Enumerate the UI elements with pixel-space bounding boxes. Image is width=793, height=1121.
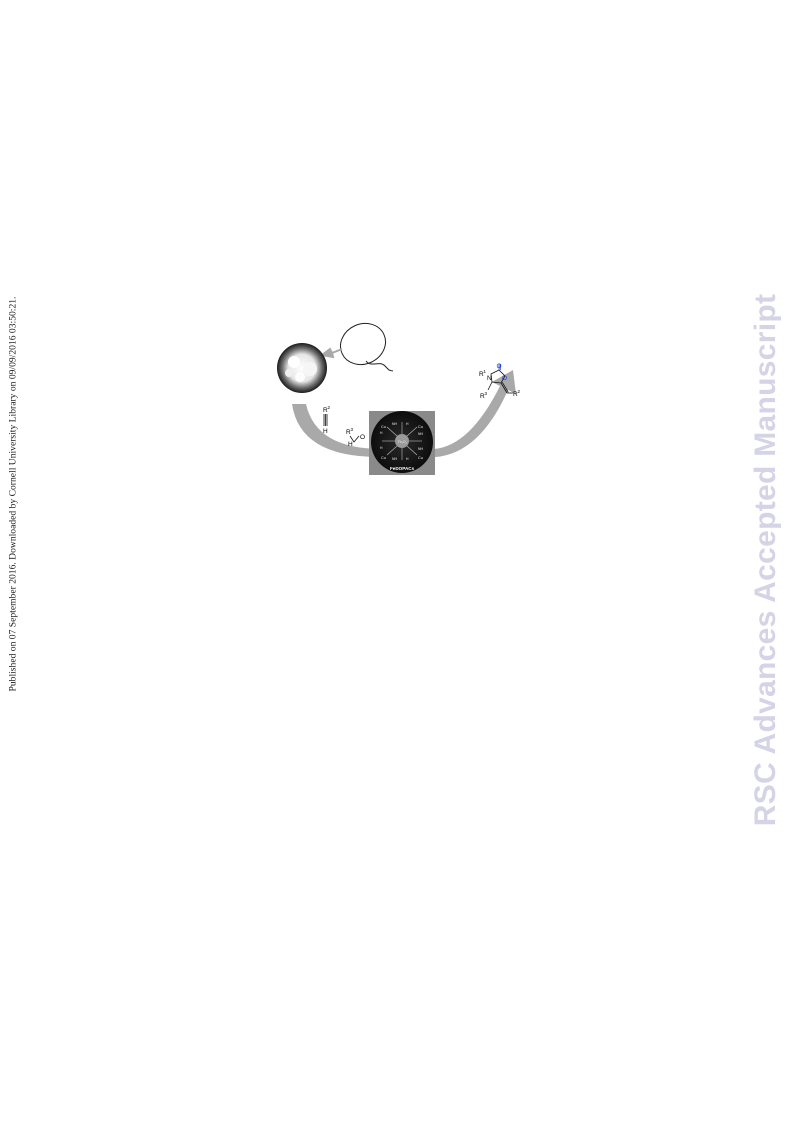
catalyst-core: Fe₃O₄ bbox=[398, 440, 407, 444]
aldehyde-o: O bbox=[360, 434, 365, 441]
catalyst-photo: Fe₃O₄ Cu Cu Cu Cu NH H H NH H NH NH H Fe… bbox=[369, 411, 435, 475]
ring-n: N bbox=[487, 375, 492, 382]
aldehyde-structure: R 3 O H bbox=[346, 427, 365, 448]
powder-photo bbox=[277, 343, 327, 393]
product-r2-sup: 2 bbox=[518, 389, 521, 394]
h2n-bottom: H bbox=[406, 457, 409, 461]
h2n-top: H bbox=[406, 422, 409, 426]
aldehyde-r-sup: 3 bbox=[351, 427, 354, 432]
h2n-lower-left: H bbox=[380, 446, 383, 450]
alkyne-r-sup: 2 bbox=[328, 405, 331, 410]
cu-bottom-left: Cu bbox=[381, 456, 386, 460]
product-r2: R bbox=[513, 391, 518, 398]
alkyne-h: H bbox=[323, 428, 328, 435]
nh2-lower-right: NH bbox=[418, 447, 423, 451]
carbonyl-o: O bbox=[497, 363, 502, 370]
product-r1-sup: 1 bbox=[484, 369, 487, 374]
graphical-abstract: R 2 H R 3 O H Fe₃O₄ Cu Cu Cu Cu bbox=[277, 322, 521, 475]
nh2-top: NH bbox=[392, 422, 397, 426]
product-r3: R bbox=[480, 393, 485, 400]
product-r1: R bbox=[479, 371, 484, 378]
catalyst-label: FeDOPACs bbox=[390, 466, 415, 471]
cu-top-right: Cu bbox=[418, 425, 423, 429]
publication-note: Published on 07 September 2016. Download… bbox=[7, 296, 19, 692]
aldehyde-h: H bbox=[348, 441, 353, 448]
ring-o: O bbox=[502, 375, 507, 382]
watermark-text: RSC Advances Accepted Manuscript bbox=[749, 293, 782, 827]
alkyne-structure: R 2 H bbox=[323, 405, 331, 435]
alkyne-r: R bbox=[323, 407, 328, 414]
balloon-arrow bbox=[319, 347, 343, 359]
watermark-strip: RSC Advances Accepted Manuscript bbox=[749, 0, 782, 1121]
nh2-right: NH bbox=[418, 432, 423, 436]
h2n-left: H bbox=[380, 431, 383, 435]
product-structure: O O N R 1 R 3 R 2 bbox=[479, 363, 521, 400]
cu-bottom-right: Cu bbox=[418, 456, 423, 460]
product-r3-sup: 3 bbox=[485, 391, 488, 396]
aldehyde-r: R bbox=[346, 429, 351, 436]
publication-note-strip: Published on 07 September 2016. Download… bbox=[8, 0, 19, 1121]
cu-top-left: Cu bbox=[381, 425, 386, 429]
nh2-bottom: NH bbox=[392, 457, 397, 461]
co2-balloon-icon bbox=[340, 322, 394, 372]
